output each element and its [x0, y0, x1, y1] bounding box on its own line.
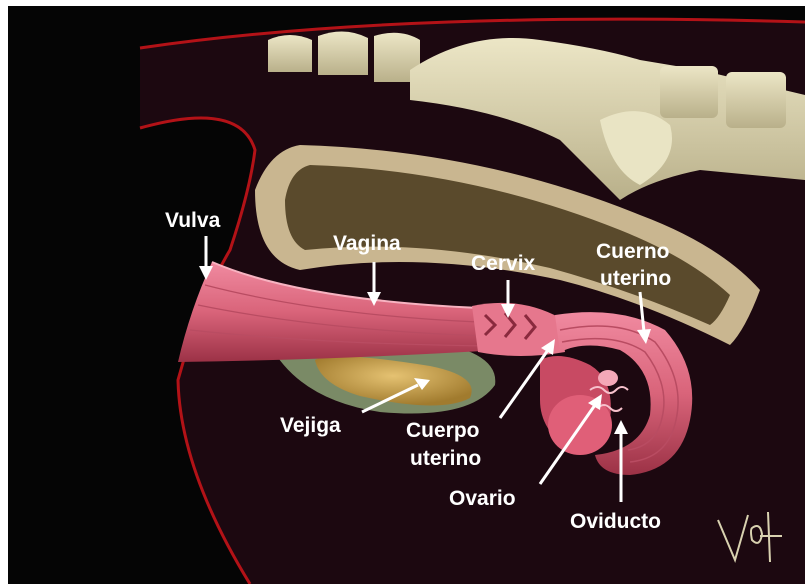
label-cuerno-line1: Cuerno: [596, 240, 670, 263]
label-ovario: Ovario: [449, 487, 516, 510]
label-vagina: Vagina: [333, 232, 401, 255]
label-cuerpo-line2: uterino: [410, 447, 481, 470]
label-vulva: Vulva: [165, 209, 221, 232]
label-oviducto: Oviducto: [570, 510, 661, 533]
ovary-shape: [598, 370, 618, 386]
label-vejiga: Vejiga: [280, 414, 341, 437]
label-cuerno-line2: uterino: [600, 267, 671, 290]
label-cuerpo-line1: Cuerpo: [406, 419, 480, 442]
label-cervix: Cervix: [471, 252, 536, 275]
